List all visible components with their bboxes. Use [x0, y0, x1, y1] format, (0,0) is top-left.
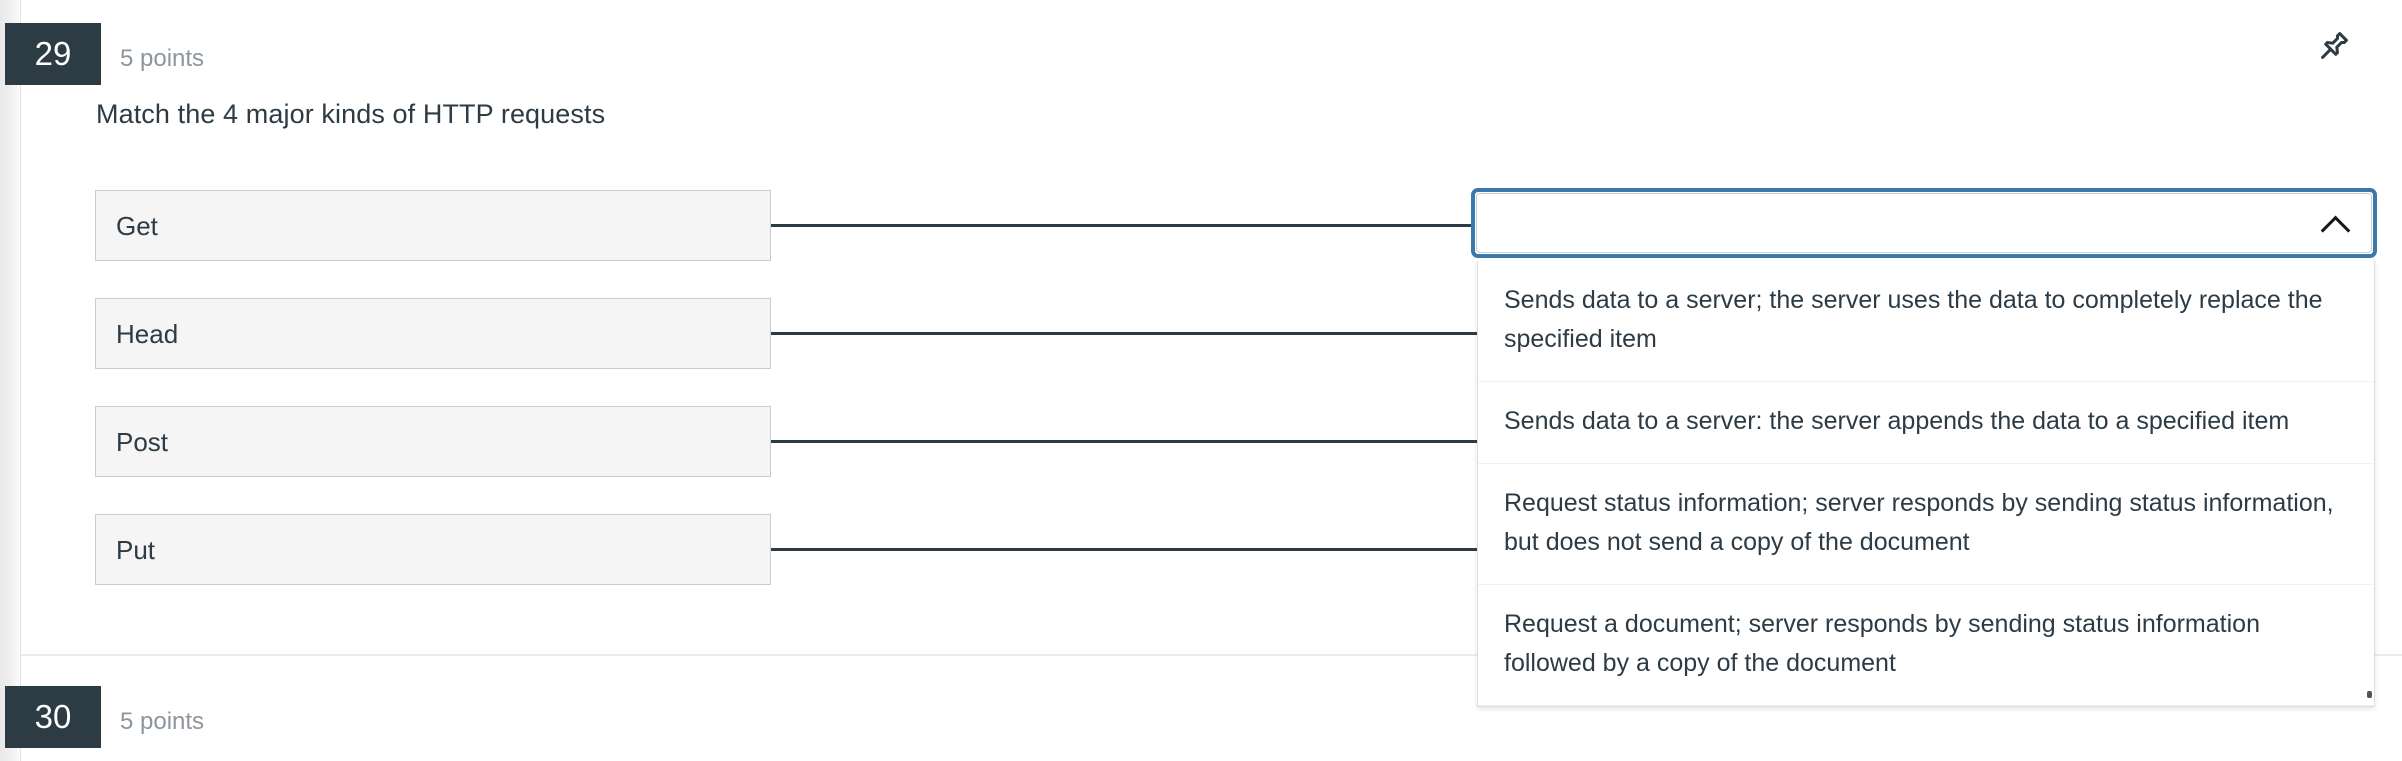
match-connector-line — [771, 332, 1499, 335]
match-prompt-label: Put — [116, 534, 156, 565]
match-row: Put — [21, 514, 2402, 585]
question-divider — [21, 654, 2402, 656]
match-connector-line — [771, 548, 1499, 551]
question-number-badge: 30 — [5, 686, 101, 748]
match-prompt-put[interactable]: Put — [95, 514, 771, 585]
match-connector-line — [771, 440, 1499, 443]
match-connector-line — [771, 224, 1499, 227]
match-prompt-label: Head — [116, 318, 179, 349]
match-prompt-head[interactable]: Head — [95, 298, 771, 369]
answer-select-wrapper: Sends data to a server; the server uses … — [1471, 188, 2377, 707]
question-header-30: 30 5 points — [5, 686, 205, 748]
match-prompt-label: Get — [116, 210, 158, 241]
answer-select-menu[interactable]: Sends data to a server; the server uses … — [1477, 261, 2375, 707]
question-number-badge: 29 — [5, 23, 101, 85]
question-points-label: 5 points — [120, 708, 205, 735]
match-prompt-get[interactable]: Get — [95, 190, 771, 261]
matching-rows: Get Head Post Put — [21, 190, 2402, 622]
pushpin-icon[interactable] — [2314, 28, 2352, 66]
match-row: Post — [21, 406, 2402, 477]
match-row: Get — [21, 190, 2402, 261]
left-gutter-edge — [20, 0, 21, 761]
question-prompt-text: Match the 4 major kinds of HTTP requests — [96, 99, 606, 129]
question-header-29: 29 5 points — [5, 23, 205, 85]
menu-item[interactable]: Request status information; server respo… — [1478, 464, 2374, 585]
question-points-label: 5 points — [120, 45, 205, 72]
answer-select-focus-ring — [1471, 188, 2377, 258]
chevron-up-icon[interactable] — [2321, 214, 2351, 232]
menu-item[interactable]: Sends data to a server; the server uses … — [1478, 261, 2374, 382]
menu-item[interactable]: Request a document; server responds by s… — [1478, 585, 2374, 706]
left-gutter — [0, 0, 21, 761]
match-prompt-label: Post — [116, 426, 169, 457]
match-row: Head — [21, 298, 2402, 369]
menu-scrollbar-thumb[interactable] — [2367, 691, 2372, 698]
match-prompt-post[interactable]: Post — [95, 406, 771, 477]
answer-select-button[interactable] — [1476, 193, 2372, 253]
menu-item[interactable]: Sends data to a server: the server appen… — [1478, 382, 2374, 464]
